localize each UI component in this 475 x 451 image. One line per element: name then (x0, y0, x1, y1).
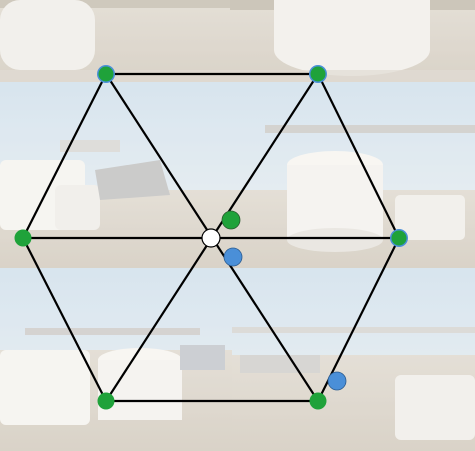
edge-top-left-to-left (23, 74, 106, 238)
marker-green-center-upper (222, 211, 240, 229)
edge-top-right-to-right (318, 74, 399, 238)
station-bottom-right (310, 393, 327, 410)
station-center (202, 229, 220, 247)
station-right (390, 229, 408, 247)
marker-blue-bottom-right (328, 372, 346, 390)
station-bottom-left (98, 393, 115, 410)
marker-blue-center-lower (224, 248, 242, 266)
station-top-right (309, 65, 327, 83)
edge-left-to-bottom-left (23, 238, 106, 401)
station-top-left (97, 65, 115, 83)
station-left (15, 230, 32, 247)
